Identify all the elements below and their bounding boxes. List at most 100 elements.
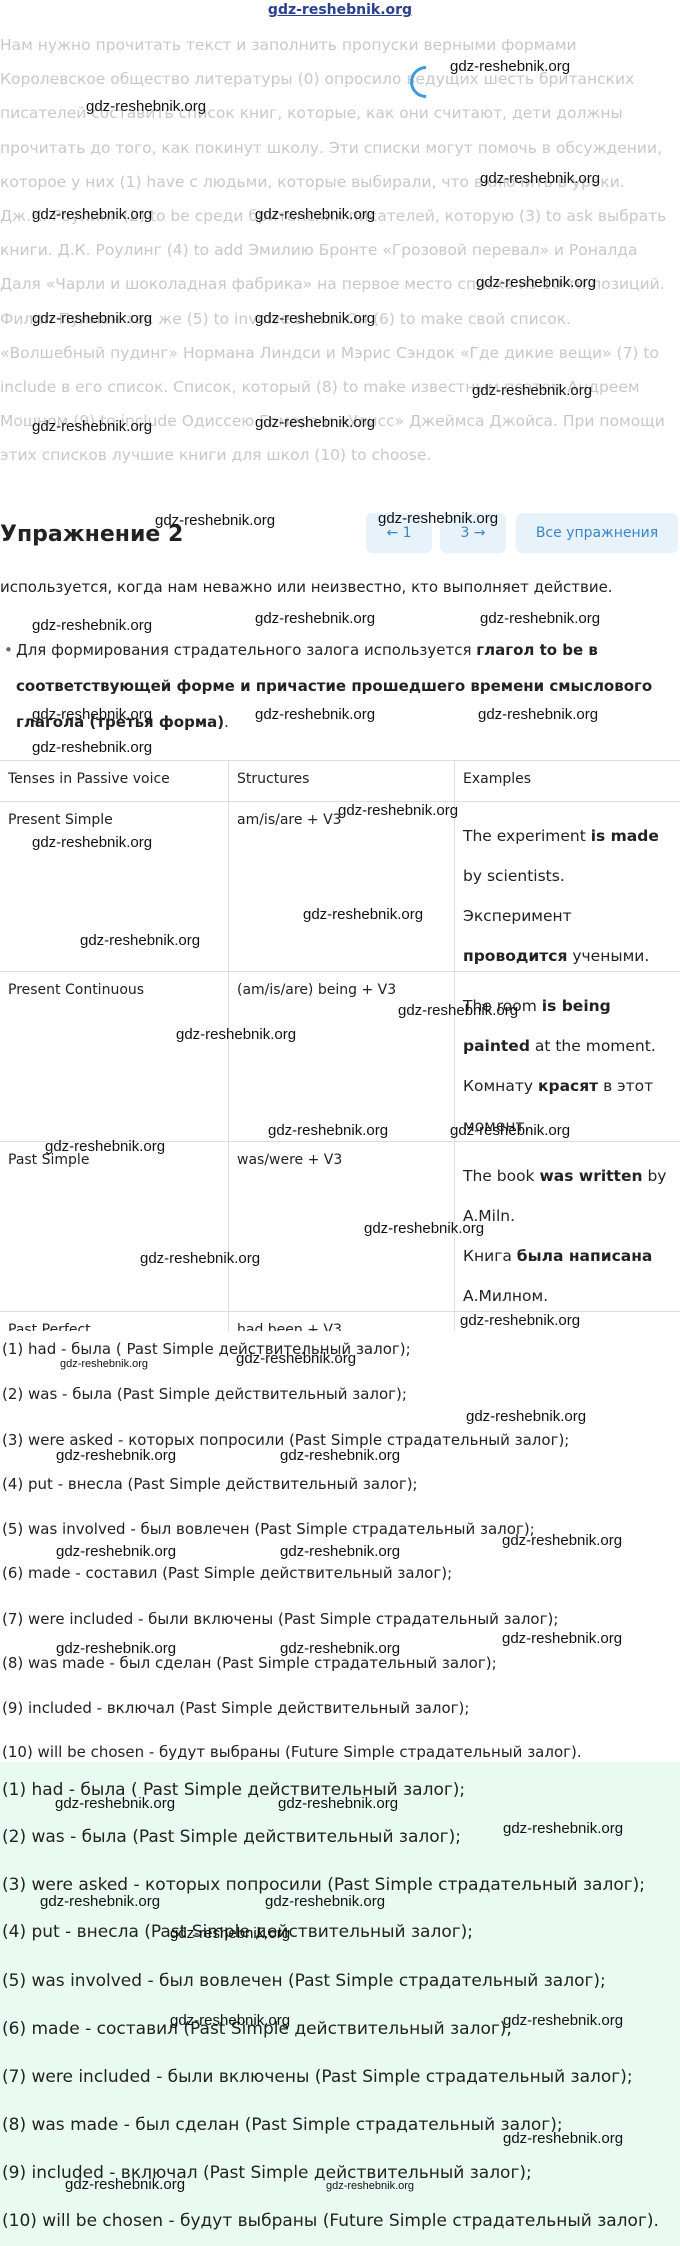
list-item: (8) was made - был сделан (Past Simple с… (2, 2115, 563, 2135)
watermark: gdz-reshebnik.org (280, 1640, 401, 1657)
list-item: (10) will be chosen - будут выбраны (Fut… (2, 1743, 582, 1761)
table-row: Present Continuous (am/is/are) being + V… (0, 972, 680, 1142)
watermark: gdz-reshebnik.org (265, 1893, 386, 1910)
watermark: gdz-reshebnik.org (32, 206, 153, 223)
watermark: gdz-reshebnik.org (45, 1138, 166, 1155)
list-item: (4) put - внесла (Past Simple действител… (2, 1475, 418, 1493)
list-item: (6) made - составил (Past Simple действи… (2, 1564, 453, 1582)
watermark: gdz-reshebnik.org (32, 739, 153, 756)
table-row: Past Simple was/were + V3 The book was w… (0, 1142, 680, 1312)
watermark: gdz-reshebnik.org (460, 1312, 581, 1329)
next-exercise-button[interactable]: 3 → (440, 513, 506, 553)
watermark: gdz-reshebnik.org (65, 2176, 186, 2193)
header-examples: Examples (454, 761, 680, 801)
site-title-link[interactable]: gdz-reshebnik.org (267, 2, 413, 18)
watermark: gdz-reshebnik.org (480, 610, 601, 627)
examples-cell: The room is being painted at the moment.… (454, 972, 680, 1141)
tense-cell: Present Continuous (8, 982, 145, 998)
watermark: gdz-reshebnik.org (502, 1630, 623, 1647)
list-item: (1) had - была ( Past Simple действитель… (2, 1780, 466, 1800)
watermark: gdz-reshebnik.org (478, 706, 599, 723)
list-item: (8) was made - был сделан (Past Simple с… (2, 1654, 497, 1672)
table-row: Present Simple am/is/are + V3 The experi… (0, 802, 680, 972)
watermark: gdz-reshebnik.org (32, 834, 153, 851)
tense-cell: Present Simple (8, 812, 113, 828)
task-paragraph: Нам нужно прочитать текст и заполнить пр… (0, 36, 667, 465)
watermark: gdz-reshebnik.org (303, 906, 424, 923)
watermark: gdz-reshebnik.org (378, 510, 499, 527)
watermark: gdz-reshebnik.org (278, 1795, 399, 1812)
watermark: gdz-reshebnik.org (450, 1122, 571, 1139)
watermark: gdz-reshebnik.org (466, 1408, 587, 1425)
watermark: gdz-reshebnik.org (60, 1358, 149, 1370)
theory-bullet: • Для формирования страдательного залога… (4, 632, 671, 740)
tense-cell: Past Perfect (8, 1322, 91, 1331)
watermark: gdz-reshebnik.org (503, 2012, 624, 2029)
watermark: gdz-reshebnik.org (32, 706, 153, 723)
watermark: gdz-reshebnik.org (280, 1543, 401, 1560)
watermark: gdz-reshebnik.org (326, 2180, 415, 2192)
list-item: (10) will be chosen - будут выбраны (Fut… (2, 2211, 659, 2231)
watermark: gdz-reshebnik.org (176, 1026, 297, 1043)
watermark: gdz-reshebnik.org (503, 1820, 624, 1837)
header-structures: Structures (228, 761, 454, 801)
prev-exercise-button[interactable]: ← 1 (366, 513, 432, 553)
watermark: gdz-reshebnik.org (255, 310, 376, 327)
list-item: (9) included - включал (Past Simple дейс… (2, 1699, 470, 1717)
watermark: gdz-reshebnik.org (450, 58, 571, 75)
watermark: gdz-reshebnik.org (140, 1250, 261, 1267)
list-item: (5) was involved - был вовлечен (Past Si… (2, 1520, 535, 1538)
table-header-row: Tenses in Passive voice Structures Examp… (0, 761, 680, 802)
table-row: Past Perfect had been + V3 (0, 1312, 680, 1331)
bullet-dot-icon: • (4, 641, 13, 659)
watermark: gdz-reshebnik.org (255, 206, 376, 223)
task-text: Нам нужно прочитать текст и заполнить пр… (0, 28, 672, 473)
list-item: (6) made - составил (Past Simple действи… (2, 2019, 513, 2039)
watermark: gdz-reshebnik.org (170, 1925, 291, 1942)
list-item: (3) were asked - которых попросили (Past… (2, 1875, 646, 1895)
watermark: gdz-reshebnik.org (476, 274, 597, 291)
watermark: gdz-reshebnik.org (56, 1640, 177, 1657)
examples-cell (454, 1312, 680, 1331)
answers-highlight-block: (1) had - была ( Past Simple действитель… (0, 1762, 680, 2246)
list-item: (1) had - была ( Past Simple действитель… (2, 1340, 411, 1358)
header-tenses: Tenses in Passive voice (8, 771, 170, 787)
watermark: gdz-reshebnik.org (32, 310, 153, 327)
watermark: gdz-reshebnik.org (236, 1350, 357, 1367)
watermark: gdz-reshebnik.org (502, 1532, 623, 1549)
examples-cell: The book was written by A.Miln. Книга бы… (454, 1142, 680, 1311)
watermark: gdz-reshebnik.org (255, 414, 376, 431)
list-item: (4) put - внесла (Past Simple действител… (2, 1922, 474, 1942)
watermark: gdz-reshebnik.org (268, 1122, 389, 1139)
watermark: gdz-reshebnik.org (503, 2130, 624, 2147)
list-item: (5) was involved - был вовлечен (Past Si… (2, 1971, 606, 1991)
watermark: gdz-reshebnik.org (56, 1543, 177, 1560)
watermark: gdz-reshebnik.org (255, 610, 376, 627)
list-item: (3) were asked - которых попросили (Past… (2, 1431, 570, 1449)
watermark: gdz-reshebnik.org (80, 932, 201, 949)
watermark: gdz-reshebnik.org (170, 2012, 291, 2029)
theory-intro: используется, когда нам неважно или неиз… (0, 578, 613, 596)
watermark: gdz-reshebnik.org (480, 170, 601, 187)
watermark: gdz-reshebnik.org (55, 1795, 176, 1812)
watermark: gdz-reshebnik.org (56, 1447, 177, 1464)
watermark: gdz-reshebnik.org (32, 617, 153, 634)
structure-cell: had been + V3 (228, 1312, 454, 1331)
structure-cell: was/were + V3 (228, 1142, 454, 1311)
watermark: gdz-reshebnik.org (32, 418, 153, 435)
passive-voice-table: Tenses in Passive voice Structures Examp… (0, 760, 680, 1331)
watermark: gdz-reshebnik.org (155, 512, 276, 529)
tense-cell: Past Simple (8, 1152, 90, 1168)
exercise-title: Упражнение 2 (0, 522, 184, 547)
list-item: (7) were included - были включены (Past … (2, 1610, 559, 1628)
watermark: gdz-reshebnik.org (255, 706, 376, 723)
structure-cell: (am/is/are) being + V3 (228, 972, 454, 1141)
list-item: (2) was - была (Past Simple действительн… (2, 1827, 461, 1847)
watermark: gdz-reshebnik.org (40, 1893, 161, 1910)
watermark: gdz-reshebnik.org (364, 1220, 485, 1237)
structure-cell: am/is/are + V3 (228, 802, 454, 971)
all-exercises-button[interactable]: Все упражнения (516, 513, 678, 553)
watermark: gdz-reshebnik.org (86, 98, 207, 115)
list-item: (9) included - включал (Past Simple дейс… (2, 2163, 532, 2183)
watermark: gdz-reshebnik.org (280, 1447, 401, 1464)
